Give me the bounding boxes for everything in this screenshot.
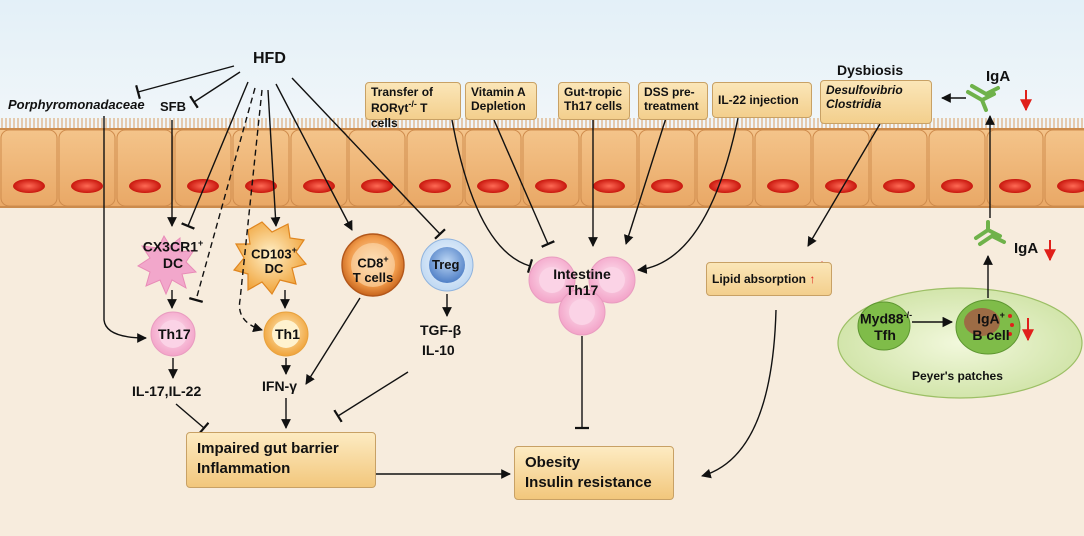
lipid-absorption-box: Lipid absorption ↑ [706, 262, 832, 296]
treg-label: Treg [432, 257, 460, 272]
ifn-gamma-label: IFN-γ [262, 378, 297, 394]
connections [103, 65, 995, 479]
epithelial-cell [986, 129, 1044, 207]
change-indicator-icon: ↑ [809, 272, 816, 286]
il22-injection-box: IL-22 injection [712, 82, 812, 118]
treg-nucleus [429, 247, 465, 283]
epithelial-cell [754, 129, 812, 207]
cell-nucleus [303, 179, 335, 193]
porphyromonadaceae-label: Porphyromonadaceae [8, 97, 145, 112]
epithelial-cell [1044, 129, 1084, 207]
cell-nucleus [941, 179, 973, 193]
th1-label: Th1 [275, 326, 300, 342]
cell-nucleus [535, 179, 567, 193]
epithelial-cell [58, 129, 116, 207]
epithelial-cell [812, 129, 870, 207]
il10-label: IL-10 [422, 342, 455, 358]
epithelial-cell [464, 129, 522, 207]
cell-nucleus [1057, 179, 1084, 193]
myd88-cell [857, 301, 911, 351]
cell-nucleus [419, 179, 451, 193]
cell-nucleus [477, 179, 509, 193]
epithelial-cell [0, 129, 58, 207]
peyers-patches-label: Peyer's patches [912, 369, 1003, 383]
cell-nucleus [767, 179, 799, 193]
epithelial-cell [638, 129, 696, 207]
iga-antibody-mid [974, 220, 1006, 246]
cell-nucleus [709, 179, 741, 193]
il17-il22-label: IL-17,IL-22 [132, 383, 202, 399]
cell-nucleus [825, 179, 857, 193]
epithelial-cell [580, 129, 638, 207]
cd103-dc-label: CD103+DC [251, 245, 297, 277]
epithelial-cell [522, 129, 580, 207]
cell-nucleus [883, 179, 915, 193]
iga-top-label: IgA [986, 68, 1011, 85]
dss-box: DSS pre-treatment [638, 82, 708, 120]
epithelial-cell [232, 129, 290, 207]
sfb-label: SFB [160, 99, 186, 114]
myd88-tfh-label: Myd88-/-Tfh [860, 310, 913, 343]
cx3cr1-dc-label: CX3CR1+DC [142, 238, 204, 271]
epithelial-cell [406, 129, 464, 207]
hfd-label: HFD [253, 50, 286, 67]
cx3cr1-dc-shape [137, 234, 198, 296]
dysbiosis-label: Dysbiosis [837, 62, 904, 78]
iga-mid-label: IgA [1014, 240, 1039, 257]
epithelial-cell [928, 129, 986, 207]
cell-nucleus [71, 179, 103, 193]
cell-nucleus [245, 179, 277, 193]
tgf-beta-label: TGF-β [420, 322, 462, 338]
iga-b-cell-label: IgA+B cell [972, 310, 1010, 343]
cell-nucleus [361, 179, 393, 193]
iga-b-cell-nucleus [964, 308, 1000, 336]
cell-nucleus [13, 179, 45, 193]
cell-nucleus [651, 179, 683, 193]
iga-antibody-top [966, 84, 1000, 112]
cell-nucleus [593, 179, 625, 193]
epithelial-cell [116, 129, 174, 207]
epithelial-cell [870, 129, 928, 207]
cell-nucleus [129, 179, 161, 193]
cell-nucleus [999, 179, 1031, 193]
cd103-dc-shape [232, 221, 308, 296]
th17-label: Th17 [158, 326, 191, 342]
cd8-label: CD8+T cells [352, 254, 394, 286]
cell-nucleus [187, 179, 219, 193]
